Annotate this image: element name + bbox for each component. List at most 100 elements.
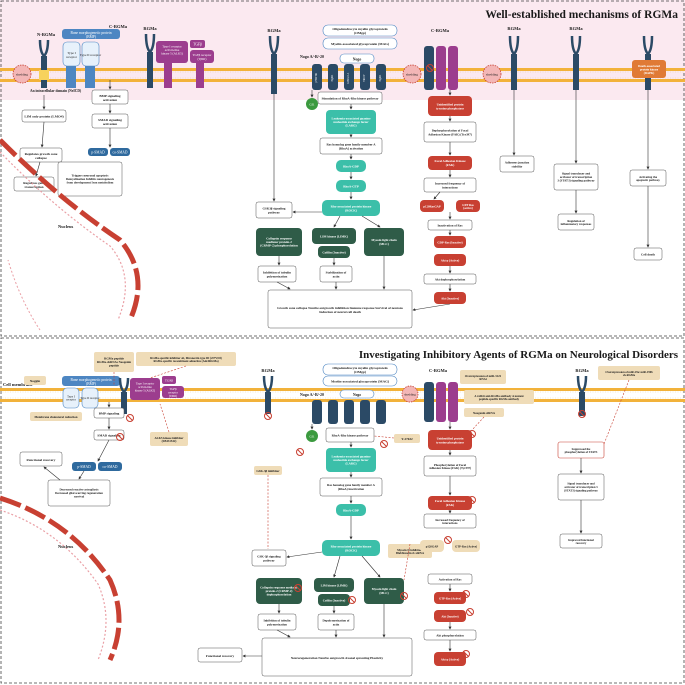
svg-text:shedding: shedding [16, 73, 28, 77]
top-border [0, 0, 685, 337]
svg-text:Ras homolog gene family member: Ras homolog gene family member A(RhoA) i… [327, 483, 375, 491]
svg-text:Membrane cholesterol reduction: Membrane cholesterol reduction [34, 415, 77, 419]
shedding-bottom-1: shedding [401, 385, 419, 403]
svg-text:TGFβ: TGFβ [165, 379, 173, 383]
gsk-inhib-box: GSK-3β inhibitor [254, 466, 282, 475]
outcomes-bottom: Neuroregeneration Neurite outgrowth Axon… [261, 637, 413, 677]
svg-text:Akt phosphorylation: Akt phosphorylation [436, 634, 464, 638]
svg-text:A rabbit anti-RGMa antibody A: A rabbit anti-RGMa antibody A mutantpept… [474, 394, 523, 401]
svg-text:Nogo A/-B/-20: Nogo A/-B/-20 [300, 392, 324, 397]
svg-text:Decreased reactive astrogliosi: Decreased reactive astrogliosisDecreased… [55, 488, 103, 499]
svg-text:Type II receptor: Type II receptor [80, 396, 99, 400]
cofilin-top: Cofilin (Inactive) [318, 246, 350, 258]
svg-text:Neuroregeneration Neurite outg: Neuroregeneration Neurite outgrowth Axon… [291, 656, 384, 660]
rgma-receptor-4-top: RGMa [569, 26, 583, 90]
shedding-badge-2: shedding [402, 64, 422, 84]
svg-text:co-SMAD: co-SMAD [103, 465, 118, 469]
membrane-chol-box: Membrane cholesterol reduction [30, 412, 82, 421]
akt-dephos-top: Akt dephosphorylation [423, 273, 477, 285]
svg-text:Type II receptor: Type II receptor [80, 53, 102, 57]
inhibition-icons [116, 64, 586, 658]
svg-text:RGMa-specific inhibitor ab, fi: RGMa-specific inhibitor ab, fibronectin … [150, 356, 221, 363]
svg-text:NgR1: NgR1 [331, 74, 334, 81]
svg-text:Akt (Inactive): Akt (Inactive) [441, 615, 458, 619]
svg-text:NgR1: NgR1 [379, 74, 382, 81]
svg-text:LIM only protein (LMO4): LIM only protein (LMO4) [24, 115, 64, 119]
svg-text:Activation of Ras: Activation of Ras [439, 578, 463, 582]
noggin-box: Noggin [24, 376, 46, 385]
akt-act-top: Akt-p (Active) [434, 254, 466, 266]
c-rgma-bottom: C-RGMa [424, 368, 458, 422]
limk-top: LIM kinase (LIMK) [312, 228, 356, 244]
rock-top: Rho-associated protein kinase(ROCK) [322, 200, 380, 216]
svg-text:GTP-Ras (Active): GTP-Ras (Active) [455, 545, 477, 549]
svg-text:Cell death: Cell death [641, 253, 655, 257]
svg-text:p-SMAD: p-SMAD [77, 465, 91, 469]
inhib-list-2: RGMa-specific inhibitor ab, fibronectin … [136, 352, 236, 366]
gi-node-bottom: GI1 [306, 430, 318, 442]
svg-text:Oligodendrocyte myelin glycopr: Oligodendrocyte myelin glycoprotein(OMgp… [332, 366, 387, 374]
limk-bottom: LIM kinase (LIMK) [314, 578, 354, 592]
svg-text:p75NTR: p75NTR [315, 73, 318, 83]
receptor-complex-bottom [312, 400, 386, 424]
nucleus-bottom: Nucleus [0, 495, 122, 662]
svg-text:Cofilin (Inactive): Cofilin (Inactive) [323, 599, 346, 603]
rgma-receptor-2-top: RGMa [267, 28, 281, 94]
svg-text:p120RasGAP: p120RasGAP [423, 205, 441, 209]
top-title: Well-established mechanisms of RGMa [485, 9, 678, 21]
svg-text:Akt dephosphorylation: Akt dephosphorylation [435, 278, 466, 282]
svg-text:Nucleus: Nucleus [58, 544, 74, 549]
svg-text:Rho-associated protein kinase(: Rho-associated protein kinase(ROCK) [331, 545, 372, 553]
svg-text:Y-27632: Y-27632 [401, 437, 413, 441]
nucleus-edge-top [7, 259, 41, 331]
lmo4-box: LIM only protein (LMO4) [21, 109, 67, 123]
svg-text:Akt-p (Active): Akt-p (Active) [441, 658, 459, 662]
inact-ras-top: Inactivation of Ras [427, 219, 473, 231]
svg-text:Focal Adhesion Kinase(FAK): Focal Adhesion Kinase(FAK) [435, 499, 466, 507]
svg-text:RhoA-GDP: RhoA-GDP [343, 165, 359, 169]
myelin-proteins-bottom: Oligodendrocyte myelin glycoprotein(OMgp… [300, 363, 398, 399]
rhoa-gdp-top: RhoA-GDP [336, 160, 366, 172]
c-rgma-receptor-top: C-RGMa [424, 28, 458, 90]
neogenin-receptor-1 [38, 39, 50, 88]
svg-text:Nogo: Nogo [353, 58, 362, 62]
svg-text:Myelin-associated glycoprotein: Myelin-associated glycoprotein (MAG) [331, 380, 390, 384]
svg-text:Focal Adhesion Kinase(FAK): Focal Adhesion Kinase(FAK) [435, 159, 467, 167]
svg-text:Myosin light chain(MLC): Myosin light chain(MLC) [371, 238, 397, 246]
psmad-bottom: p-SMAD co-SMAD [72, 462, 122, 471]
svg-text:RGMa: RGMa [507, 26, 521, 31]
svg-text:GTP-Ras (Active): GTP-Ras (Active) [439, 597, 461, 601]
rgma-receptor-bottom-2: RGMa [261, 368, 275, 414]
n-rgma-label: N-RGMa [37, 32, 56, 37]
bottom-title: Investigating Inhibitory Agents of RGMa … [359, 349, 679, 361]
rhoa-stim-box: Stimulation of RhoA-Rho kinase pathway [317, 91, 383, 105]
